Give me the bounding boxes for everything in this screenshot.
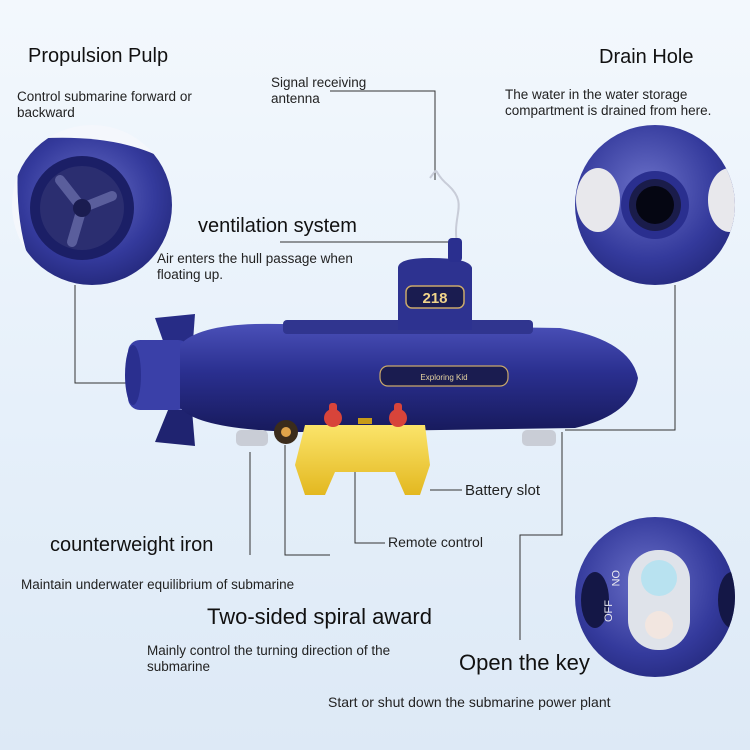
propulsion-desc: Control submarine forward or backward (17, 89, 192, 120)
snorkel (448, 238, 462, 262)
switch-off-label: OFF (603, 600, 615, 622)
zoom-drain-hole (575, 125, 735, 285)
remote-control (295, 403, 430, 495)
spiral-title: Two-sided spiral award (207, 604, 432, 629)
rear-fin-bottom (155, 410, 195, 446)
switch-on-label: ON (609, 570, 621, 587)
counterweight-desc: Maintain underwater equilibrium of subma… (21, 577, 295, 592)
ventilation-title: ventilation system (198, 215, 357, 237)
counterweight-left (236, 430, 268, 446)
switch-button-off (645, 611, 673, 639)
hull-plate: Exploring Kid (420, 373, 467, 382)
antenna-title: Signal receiving antenna (271, 75, 367, 106)
drain-title: Drain Hole (599, 46, 694, 68)
antenna-wire (429, 170, 460, 249)
switch-button-on (641, 560, 677, 596)
tower-number: 218 (422, 290, 447, 307)
zoom-key-switch: ON OFF (575, 517, 735, 677)
leader-lines (74, 90, 676, 640)
ventilation-desc: Air enters the hull passage when floatin… (157, 251, 353, 282)
remote-title: Remote control (388, 534, 483, 550)
battery-title: Battery slot (465, 482, 541, 499)
spiral-desc: Mainly control the turning direction of … (147, 643, 391, 674)
submarine: 218 Exploring Kid (125, 238, 638, 446)
propulsion-title: Propulsion Pulp (28, 45, 169, 67)
key-title: Open the key (459, 650, 590, 675)
drain-desc: The water in the water storage compartme… (505, 87, 712, 118)
zoom-propeller (12, 125, 172, 285)
counterweight-title: counterweight iron (50, 534, 214, 556)
key-desc: Start or shut down the submarine power p… (328, 694, 611, 710)
propeller-housing (128, 340, 190, 410)
counterweight-right (522, 430, 556, 446)
